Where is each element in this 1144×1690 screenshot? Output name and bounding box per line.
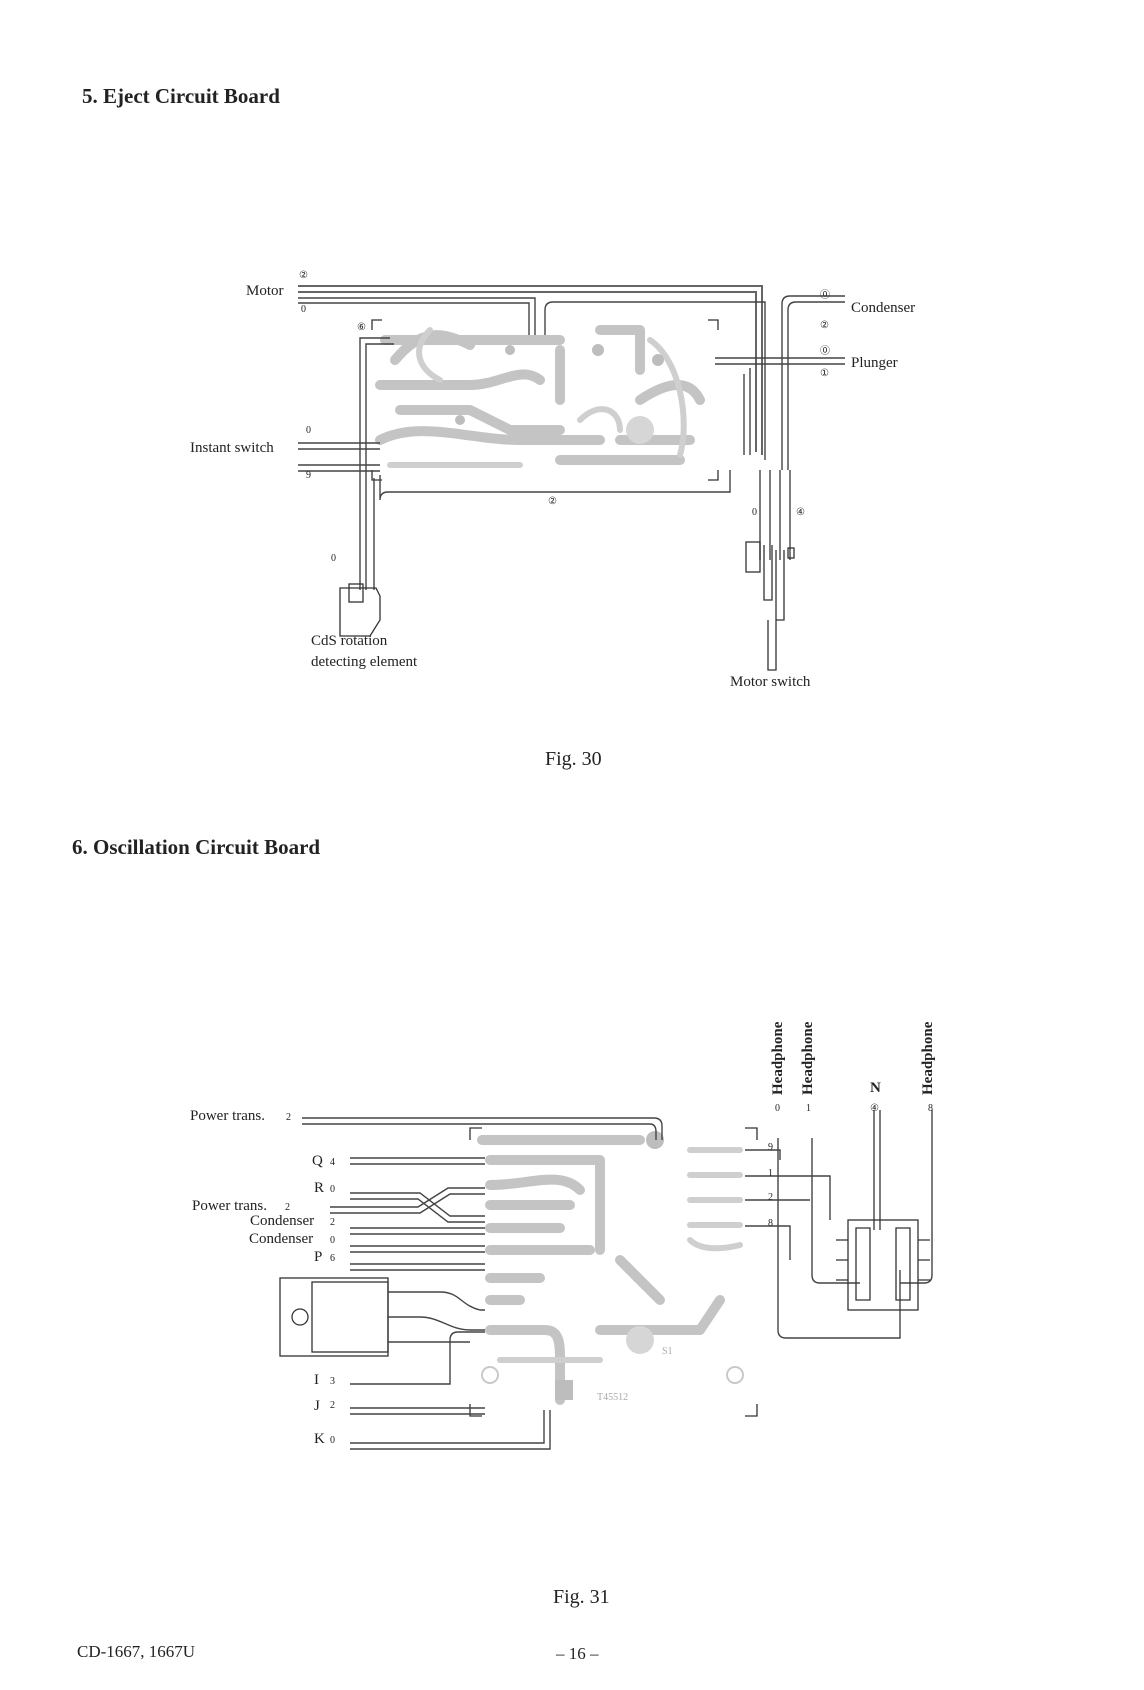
label-j: J <box>314 1398 320 1414</box>
label-instant-switch: Instant switch <box>190 440 274 456</box>
conn-pin-2: 2 <box>768 1192 773 1203</box>
figure-caption-30: Fig. 30 <box>545 748 602 770</box>
pin-hp3: 8 <box>928 1103 933 1114</box>
label-power-trans-top: Power trans. <box>190 1108 265 1124</box>
pin-r: 0 <box>330 1184 335 1195</box>
pin-6: ⑥ <box>357 322 366 333</box>
label-condenser-b: Condenser <box>249 1231 314 1247</box>
eject-board-drawing <box>298 285 845 671</box>
label-cds-line1: CdS rotation <box>311 633 388 649</box>
pin-condenser-b: 0 <box>330 1235 335 1246</box>
label-i: I <box>314 1372 319 1388</box>
figure-caption-31: Fig. 31 <box>553 1586 610 1608</box>
label-condenser-a: Condenser <box>250 1213 315 1229</box>
label-headphone-1: Headphone <box>770 1021 786 1095</box>
oscillation-board-drawing <box>279 1110 933 1450</box>
pin-motor-2: ② <box>299 270 308 281</box>
pin-condenser-0: ⓪ <box>820 290 830 301</box>
pin-hp2: 1 <box>806 1103 811 1114</box>
label-headphone-3: Headphone <box>920 1021 936 1095</box>
pin-cds-0: 0 <box>331 553 336 564</box>
pin-condenser-2: ② <box>820 320 829 331</box>
label-k: K <box>314 1431 325 1447</box>
board-mark: T45512 <box>597 1392 629 1403</box>
label-motor-switch: Motor switch <box>730 674 811 690</box>
conn-pin-8: 8 <box>768 1218 773 1229</box>
footer-model: CD-1667, 1667U <box>77 1642 196 1661</box>
board-logo: S1 <box>662 1346 673 1357</box>
pin-switch-0: 0 <box>306 425 311 436</box>
label-plunger: Plunger <box>851 355 898 371</box>
label-headphone-2: Headphone <box>800 1021 816 1095</box>
pin-power-trans-mid: 2 <box>285 1202 290 1213</box>
pin-j: 2 <box>330 1400 335 1411</box>
label-condenser: Condenser <box>851 300 916 316</box>
pin-q: 4 <box>330 1157 335 1168</box>
pin-p: 6 <box>330 1253 335 1264</box>
section-heading-eject: 5. Eject Circuit Board <box>82 84 280 108</box>
pin-hp1: 0 <box>775 1103 780 1114</box>
pin-k: 0 <box>330 1435 335 1446</box>
pin-power-trans-top: 2 <box>286 1112 291 1123</box>
pin-ms-4: ④ <box>796 507 805 518</box>
pin-condenser-a: 2 <box>330 1217 335 1228</box>
pin-plunger-1: ① <box>820 368 829 379</box>
pin-motor-0: 0 <box>301 304 306 315</box>
footer-page-number: – 16 – <box>556 1644 599 1663</box>
label-p: P <box>314 1249 323 1265</box>
pin-mid-2: ② <box>548 496 557 507</box>
label-n: N <box>870 1080 881 1096</box>
pin-i: 3 <box>330 1376 335 1387</box>
conn-pin-1: 1 <box>768 1168 773 1179</box>
conn-pin-9: 9 <box>768 1142 773 1153</box>
label-q: Q <box>312 1153 323 1169</box>
label-r: R <box>314 1180 325 1196</box>
label-cds-line2: detecting element <box>311 654 418 670</box>
pin-plunger-0: ⓪ <box>820 346 830 357</box>
section-heading-oscillation: 6. Oscillation Circuit Board <box>72 835 321 859</box>
pin-ms-0: 0 <box>752 507 757 518</box>
pin-switch-9: 9 <box>306 470 311 481</box>
label-power-trans-mid: Power trans. <box>192 1198 267 1214</box>
pin-n: ④ <box>870 1103 879 1114</box>
label-motor: Motor <box>246 283 284 299</box>
